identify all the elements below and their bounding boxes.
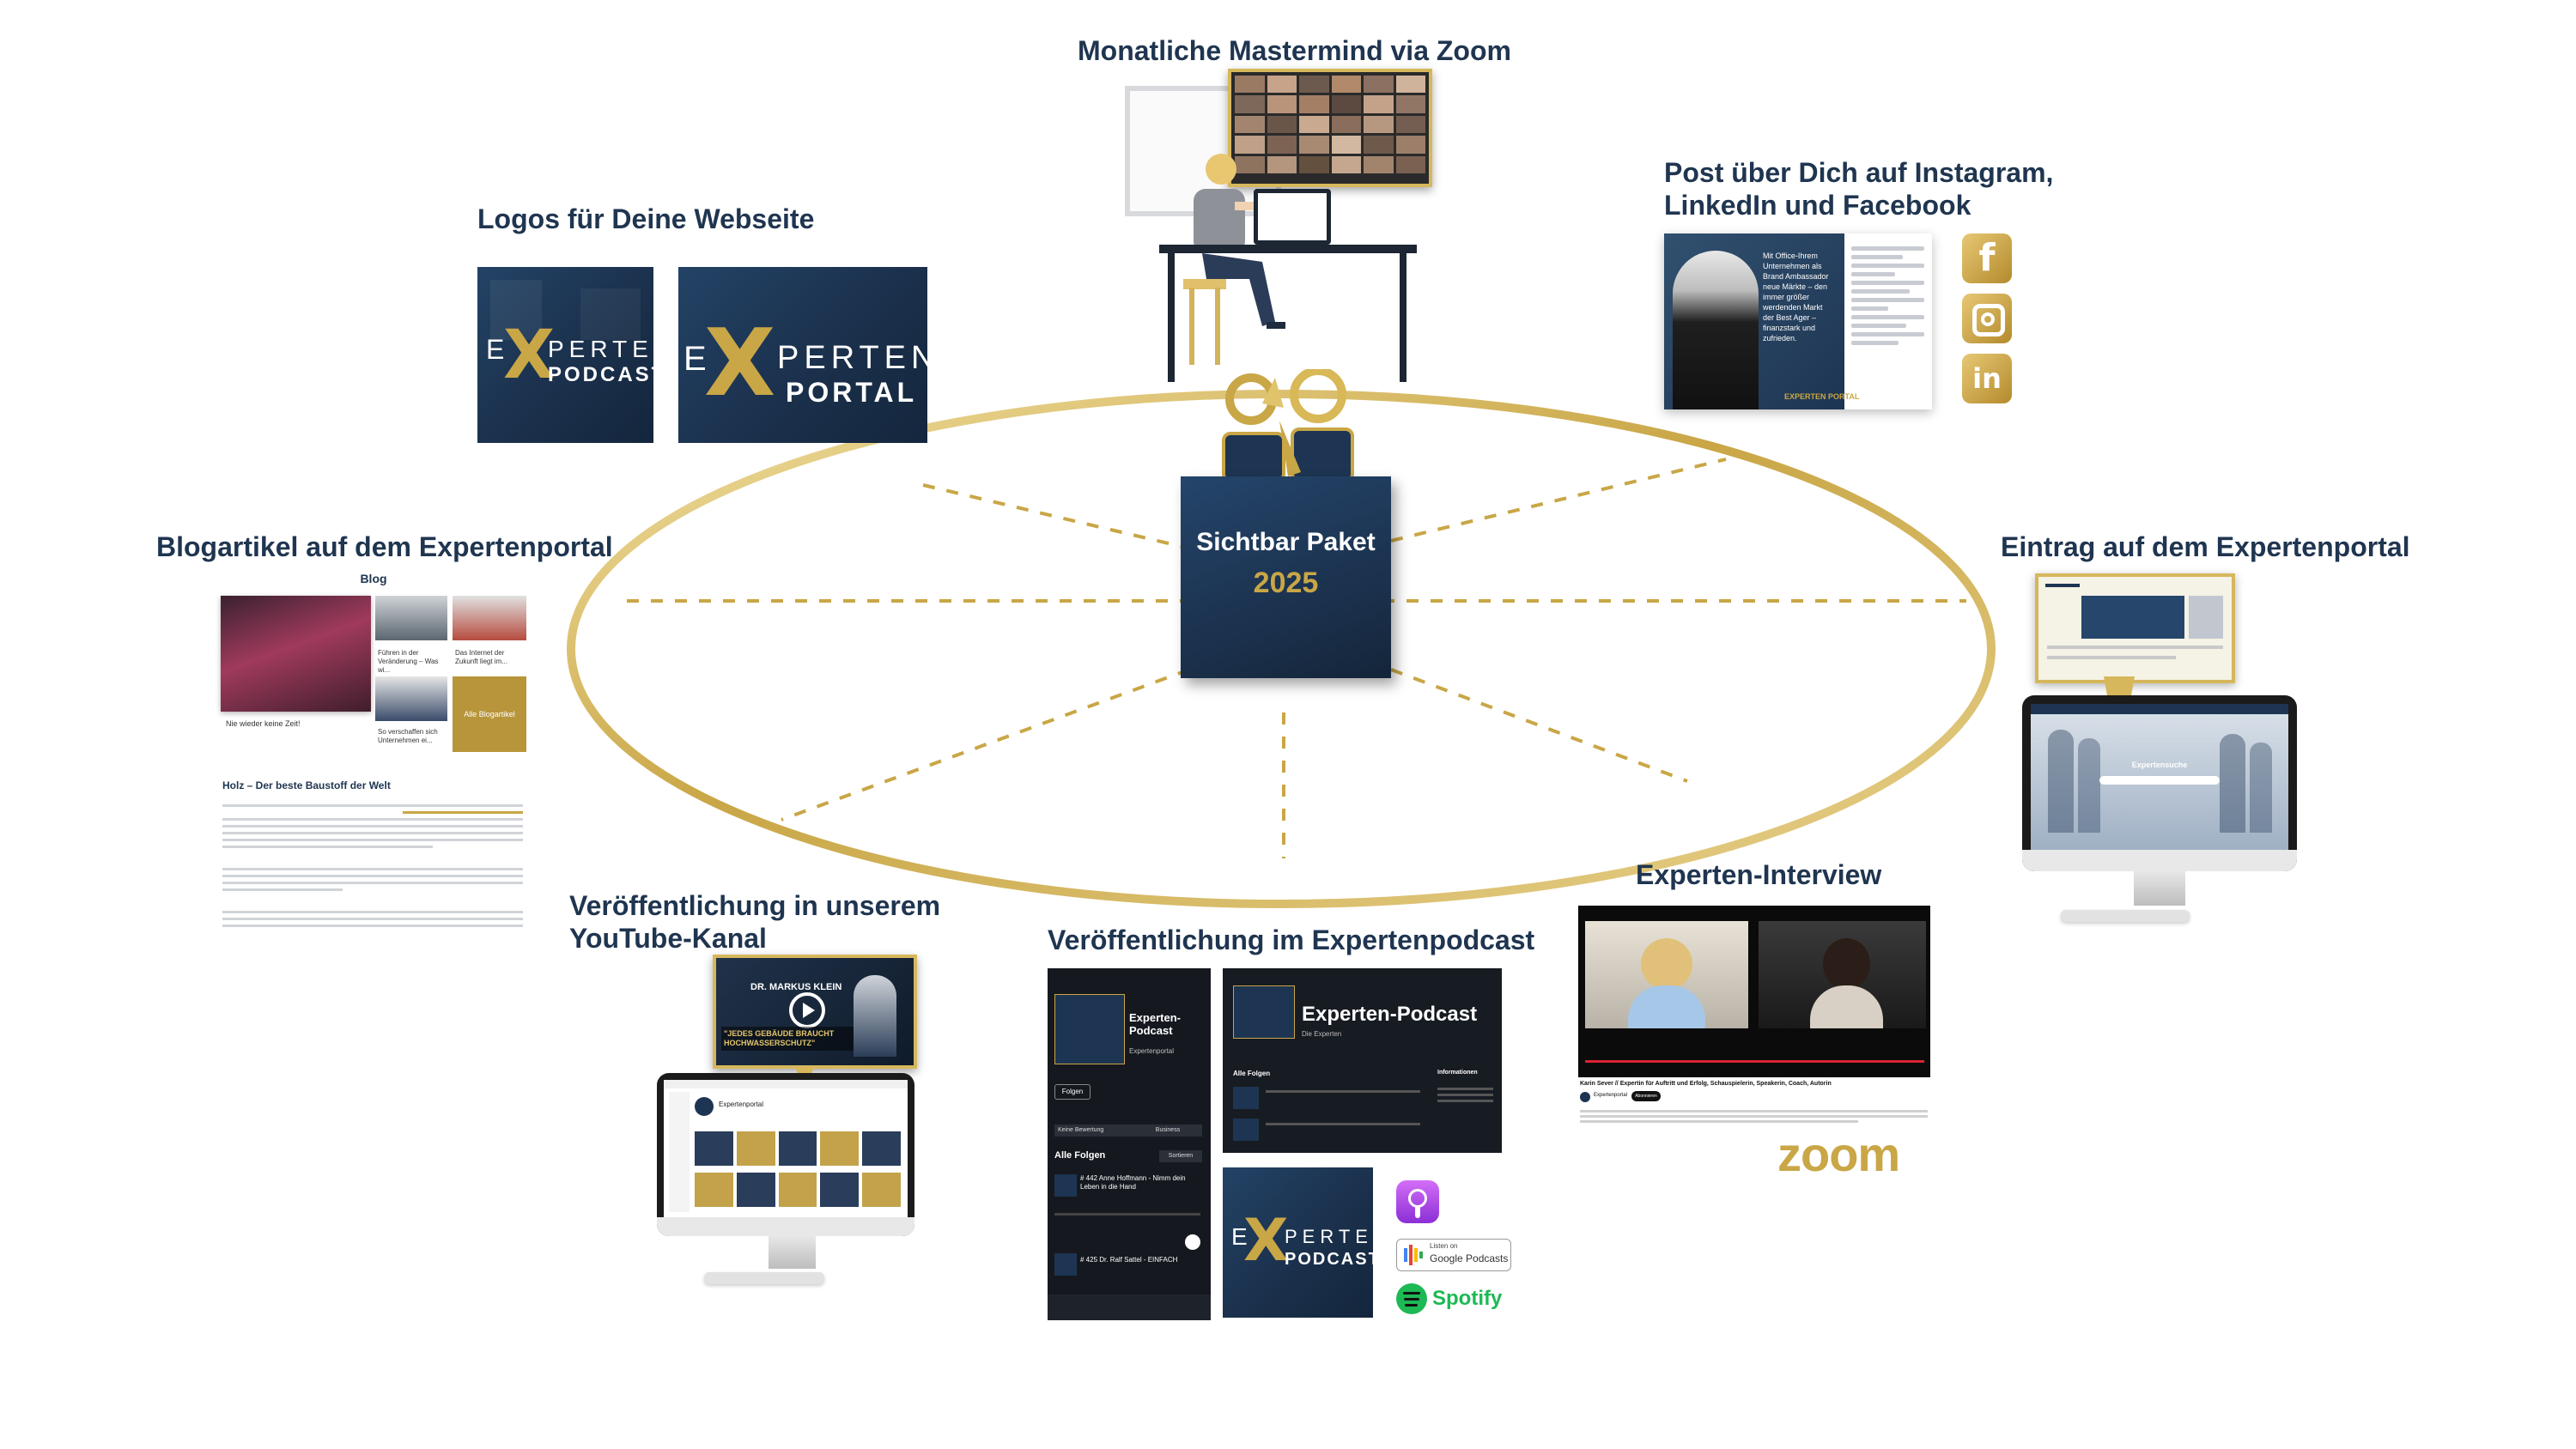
youtube-thumbnail[interactable]: DR. MARKUS KLEIN "JEDES GEBÄUDE BRAUCHT …	[713, 955, 917, 1069]
podcast-category: Business	[1133, 1125, 1202, 1137]
blog-caption-1: Nie wieder keine Zeit!	[226, 719, 301, 728]
spotify-label: Spotify	[1432, 1287, 1503, 1310]
podcast-title: Veröffentlichung im Expertenpodcast	[1048, 925, 1535, 955]
mastermind-title: Monatliche Mastermind via Zoom	[1078, 35, 1511, 66]
blog-caption-4: So verschaffen sich Unternehmen ei...	[378, 728, 438, 744]
linkedin-icon[interactable]: in	[1962, 354, 2012, 403]
dashed-spokes	[627, 458, 1966, 858]
blog-caption-2: Führen in der Veränderung – Was wi...	[378, 649, 439, 674]
blog-heading: Blog	[360, 572, 387, 585]
podcast-web-card: Experten-Podcast Die Experten Alle Folge…	[1223, 968, 1502, 1153]
logo-portal-prefix: E	[683, 340, 712, 378]
podcast-logo: E X PERTEN PODCAST	[1223, 1167, 1373, 1318]
logo-podcast-top: PERTEN	[548, 336, 653, 362]
logo-portal: E X PERTEN PORTAL	[678, 267, 927, 443]
package-name: Sichtbar Paket	[1196, 528, 1376, 556]
post-brand: EXPERTEN PORTAL	[1784, 392, 1860, 401]
entry-search-label: Expertensuche	[2131, 761, 2188, 769]
instagram-icon[interactable]	[1962, 294, 2012, 343]
post-quote: Mit Office-Ihrem Unternehmen als Brand A…	[1763, 252, 1829, 343]
podcast-app-sub: Expertenportal	[1129, 1047, 1175, 1055]
logo-portal-x: X	[704, 310, 776, 417]
person-figure	[1168, 150, 1340, 373]
spotify-icon	[1396, 1283, 1427, 1314]
interview-video-title: Karin Sever // Expertin für Auftritt und…	[1580, 1081, 1832, 1087]
logo-podcast-bottom: PODCAST	[548, 363, 653, 386]
entry-monitor: Expertensuche	[2022, 695, 2297, 871]
youtube-thumb-quote: "JEDES GEBÄUDE BRAUCHT HOCHWASSERSCHUTZ"	[721, 1027, 855, 1051]
interview-video[interactable]	[1578, 906, 1930, 1077]
zoom-logo: zoom	[1777, 1127, 1900, 1181]
facebook-icon[interactable]: f	[1962, 233, 2012, 283]
podcast-all-episodes: Alle Folgen	[1054, 1150, 1106, 1161]
blog-photo-4	[375, 676, 447, 721]
podcast-web-sub: Die Experten	[1302, 1030, 1342, 1038]
play-icon[interactable]	[789, 992, 825, 1028]
blog-card: Blog Nie wieder keine Zeit! Führen in de…	[219, 567, 528, 944]
social-post-title-1: Post über Dich auf Instagram,	[1664, 157, 2054, 188]
desk-monitor	[1254, 189, 1331, 245]
blog-title: Blogartikel auf dem Expertenportal	[156, 531, 613, 562]
interview-channel: Expertenportal	[1594, 1093, 1628, 1098]
entry-search-bar[interactable]	[2099, 776, 2220, 785]
interview-title: Experten-Interview	[1636, 859, 1882, 890]
podcast-web-all: Alle Folgen	[1233, 1070, 1271, 1077]
blog-caption-3: Das Internet der Zukunft liegt im...	[455, 649, 507, 665]
center-package: Sichtbar Paket 2025	[1181, 369, 1395, 678]
podcast-play-icon[interactable]	[1185, 1234, 1200, 1250]
blog-photo-2	[375, 596, 447, 640]
desk	[1159, 245, 1417, 253]
logo-podcast: E X PERTEN PODCAST	[477, 267, 653, 443]
podcast-web-title: Experten-Podcast	[1302, 1003, 1478, 1026]
youtube-thumb-name: DR. MARKUS KLEIN	[750, 982, 842, 992]
logos-title: Logos für Deine Webseite	[477, 203, 815, 234]
social-post-card: Mit Office-Ihrem Unternehmen als Brand A…	[1664, 233, 1932, 409]
logo-podcast-x: X	[503, 317, 556, 394]
podcast-phone: Experten-Podcast Expertenportal Folgen K…	[1048, 968, 1211, 1320]
podcast-follow-button[interactable]: Folgen	[1054, 1084, 1091, 1100]
apple-podcasts-icon[interactable]	[1396, 1180, 1439, 1223]
blog-article-title: Holz – Der beste Baustoff der Welt	[222, 779, 391, 791]
post-portrait	[1673, 251, 1759, 409]
logo-portal-bottom: PORTAL	[786, 377, 918, 408]
blog-photo-main	[221, 596, 371, 712]
podcast-web-info: Informationen	[1437, 1070, 1478, 1076]
interview-guest-frame	[1585, 921, 1748, 1028]
google-podcasts-badge[interactable]: Listen on Google Podcasts	[1396, 1239, 1511, 1271]
entry-illustration: Expertensuche	[2001, 567, 2379, 944]
blog-photo-3	[453, 596, 526, 640]
podcast-episode-1[interactable]: # 442 Anne Hoffmann - Nimm dein Leben in…	[1080, 1174, 1186, 1191]
podcast-episode-2[interactable]: # 425 Dr. Ralf Sattel - EINFACH	[1080, 1256, 1178, 1264]
podcast-rating: Keine Bewertung	[1054, 1125, 1135, 1137]
entry-title: Eintrag auf dem Expertenportal	[2001, 531, 2410, 562]
package-year: 2025	[1253, 567, 1319, 599]
entry-popup	[2035, 573, 2235, 683]
youtube-channel: Expertenportal	[719, 1100, 764, 1108]
blog-all-button[interactable]: Alle Blogartikel	[453, 676, 526, 752]
interview-host-frame	[1759, 921, 1926, 1028]
podcast-app-title: Experten-Podcast	[1129, 1011, 1181, 1037]
logo-portal-top: PERTEN	[777, 340, 927, 376]
youtube-monitor: Expertenportal	[657, 1073, 914, 1236]
youtube-title-1: Veröffentlichung in unserem	[569, 890, 941, 921]
logo-podcast-prefix: E	[486, 334, 510, 365]
podcast-sort-button[interactable]: Sortieren	[1159, 1150, 1202, 1162]
post-image: Mit Office-Ihrem Unternehmen als Brand A…	[1664, 233, 1859, 409]
interview-subscribe-button[interactable]: Abonnieren	[1631, 1091, 1661, 1101]
interview-meta: Karin Sever // Expertin für Auftritt und…	[1578, 1080, 1930, 1131]
youtube-title-2: YouTube-Kanal	[569, 923, 767, 954]
youtube-illustration: DR. MARKUS KLEIN "JEDES GEBÄUDE BRAUCHT …	[627, 955, 936, 1315]
spotify-badge[interactable]: Spotify	[1396, 1282, 1516, 1316]
mastermind-illustration	[1125, 69, 1434, 395]
package-box: Sichtbar Paket 2025	[1181, 476, 1391, 678]
gold-ellipse	[567, 390, 1996, 908]
zoom-grid	[1228, 69, 1432, 187]
social-post-title-2: LinkedIn und Facebook	[1664, 190, 1971, 221]
